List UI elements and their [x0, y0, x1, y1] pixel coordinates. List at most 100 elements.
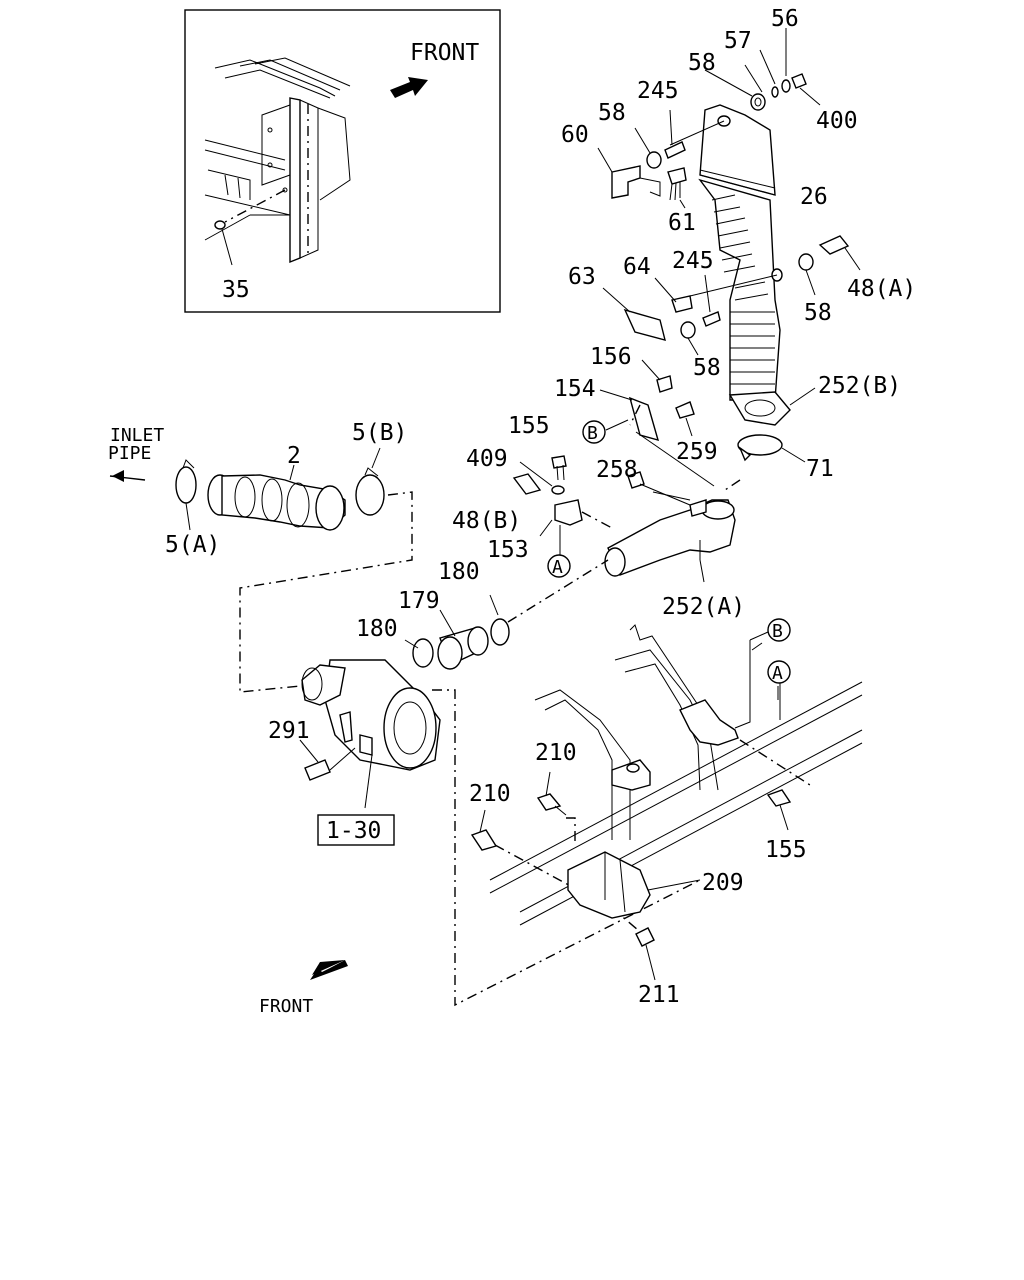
nut-211 [635, 927, 655, 947]
bolt-48b [512, 473, 542, 495]
inset-cab-sketch [204, 57, 351, 266]
ref-box-1-30 [317, 814, 395, 846]
clamp-5a [175, 466, 197, 504]
marker-a-frame-text: A [772, 663, 783, 684]
callout-291: 291 [268, 718, 310, 744]
callout-63: 63 [568, 264, 596, 290]
clamp-180-lower [412, 638, 434, 668]
callout-210: 210 [535, 740, 577, 766]
callout-180: 180 [356, 616, 398, 642]
callout-48b: 48(B) [452, 508, 521, 534]
frame-bracket-upper [679, 699, 739, 746]
bolt-48a [818, 235, 850, 255]
marker-b-upper-text: B [587, 423, 598, 444]
nut-156 [656, 375, 673, 393]
grommet-58-top [750, 93, 766, 111]
inset-front-label: FRONT [410, 40, 479, 66]
bolt-210-lower [470, 829, 498, 851]
callout-153: 153 [487, 537, 529, 563]
clamp-180-upper [490, 618, 510, 646]
inset-view: FRONT 35 [184, 9, 501, 313]
callout-5b: 5(B) [352, 420, 407, 446]
callout-58: 58 [693, 355, 721, 381]
air-cleaner [299, 659, 441, 809]
callout-2: 2 [287, 443, 301, 469]
callout-71: 71 [806, 456, 834, 482]
callout-60: 60 [561, 122, 589, 148]
bracket-60 [611, 165, 641, 199]
inlet-pipe-label-line2: PIPE [108, 443, 151, 464]
callout-258: 258 [596, 457, 638, 483]
marker-b-frame-text: B [772, 621, 783, 642]
inlet-arrow-icon [112, 470, 124, 482]
callout-156: 156 [590, 344, 632, 370]
clamp-5b [355, 474, 385, 516]
washer-409 [551, 485, 565, 495]
marker-b-frame [767, 618, 791, 642]
callout-179: 179 [398, 588, 440, 614]
callout-154: 154 [554, 376, 596, 402]
grommet-58-lower [680, 321, 696, 339]
bolt-155-upper [551, 455, 567, 469]
callout-labels: 56 57 58 400 245 58 60 26 61 245 64 63 4… [108, 6, 916, 1017]
circled-markers: B A B A [547, 420, 791, 684]
callout-180: 180 [438, 559, 480, 585]
marker-a-upper-text: A [552, 557, 563, 578]
inset-grommet-35 [214, 220, 226, 230]
bracket-153 [554, 499, 583, 526]
callout-155: 155 [508, 413, 550, 439]
bracket-209 [567, 851, 651, 919]
inset-frame [184, 9, 501, 313]
front-bottom-label: FRONT [259, 996, 313, 1017]
air-cleaner-inlet [301, 664, 346, 706]
marker-a-upper [547, 554, 571, 578]
callout-58: 58 [804, 300, 832, 326]
callout-252a: 252(A) [662, 594, 745, 620]
callout-58: 58 [688, 50, 716, 76]
callout-64: 64 [623, 254, 651, 280]
callout-409: 409 [466, 446, 508, 472]
bolt-155-frame [766, 789, 792, 807]
inlet-pipe-label-line1: INLET [110, 425, 164, 446]
bracket-group-lower [602, 235, 861, 356]
callout-57: 57 [724, 28, 752, 54]
marker-a-frame [767, 660, 791, 684]
pin-245-upper [664, 141, 686, 159]
callout-1-30: 1-30 [326, 818, 381, 844]
clamp-71 [737, 434, 806, 463]
bolt-259 [675, 401, 695, 419]
connection-lines [239, 404, 811, 1007]
callout-61: 61 [668, 210, 696, 236]
bracket-63 [623, 308, 666, 341]
callout-211: 211 [638, 982, 680, 1008]
fasteners-top [704, 28, 821, 111]
duct-252a [604, 499, 736, 583]
inset-front-arrow-icon [390, 77, 428, 98]
pin-245-lower [702, 311, 721, 327]
bolt-291 [304, 759, 331, 781]
intake-duct-26 [698, 104, 783, 401]
frame-post [611, 759, 651, 791]
marker-b-upper [582, 420, 606, 444]
callout-155: 155 [765, 837, 807, 863]
nut-400 [791, 73, 807, 89]
bracket-group-upper [597, 109, 725, 209]
front-arrow-bottom-icon [310, 960, 348, 980]
callout-5a: 5(A) [165, 532, 220, 558]
callout-245: 245 [637, 78, 679, 104]
callout-35: 35 [222, 277, 250, 303]
adapter-252b [728, 387, 816, 426]
bolt-64 [671, 295, 693, 313]
grommet-58-upper [646, 151, 662, 169]
connector-179-180 [404, 594, 510, 670]
callout-252b: 252(B) [818, 373, 901, 399]
callout-48a: 48(A) [847, 276, 916, 302]
callout-209: 209 [702, 870, 744, 896]
washer-56 [781, 79, 791, 93]
bracket-154 [599, 359, 695, 442]
callout-26: 26 [800, 184, 828, 210]
callout-400: 400 [816, 108, 858, 134]
grommet-58-side [798, 253, 814, 271]
callout-58: 58 [598, 100, 626, 126]
